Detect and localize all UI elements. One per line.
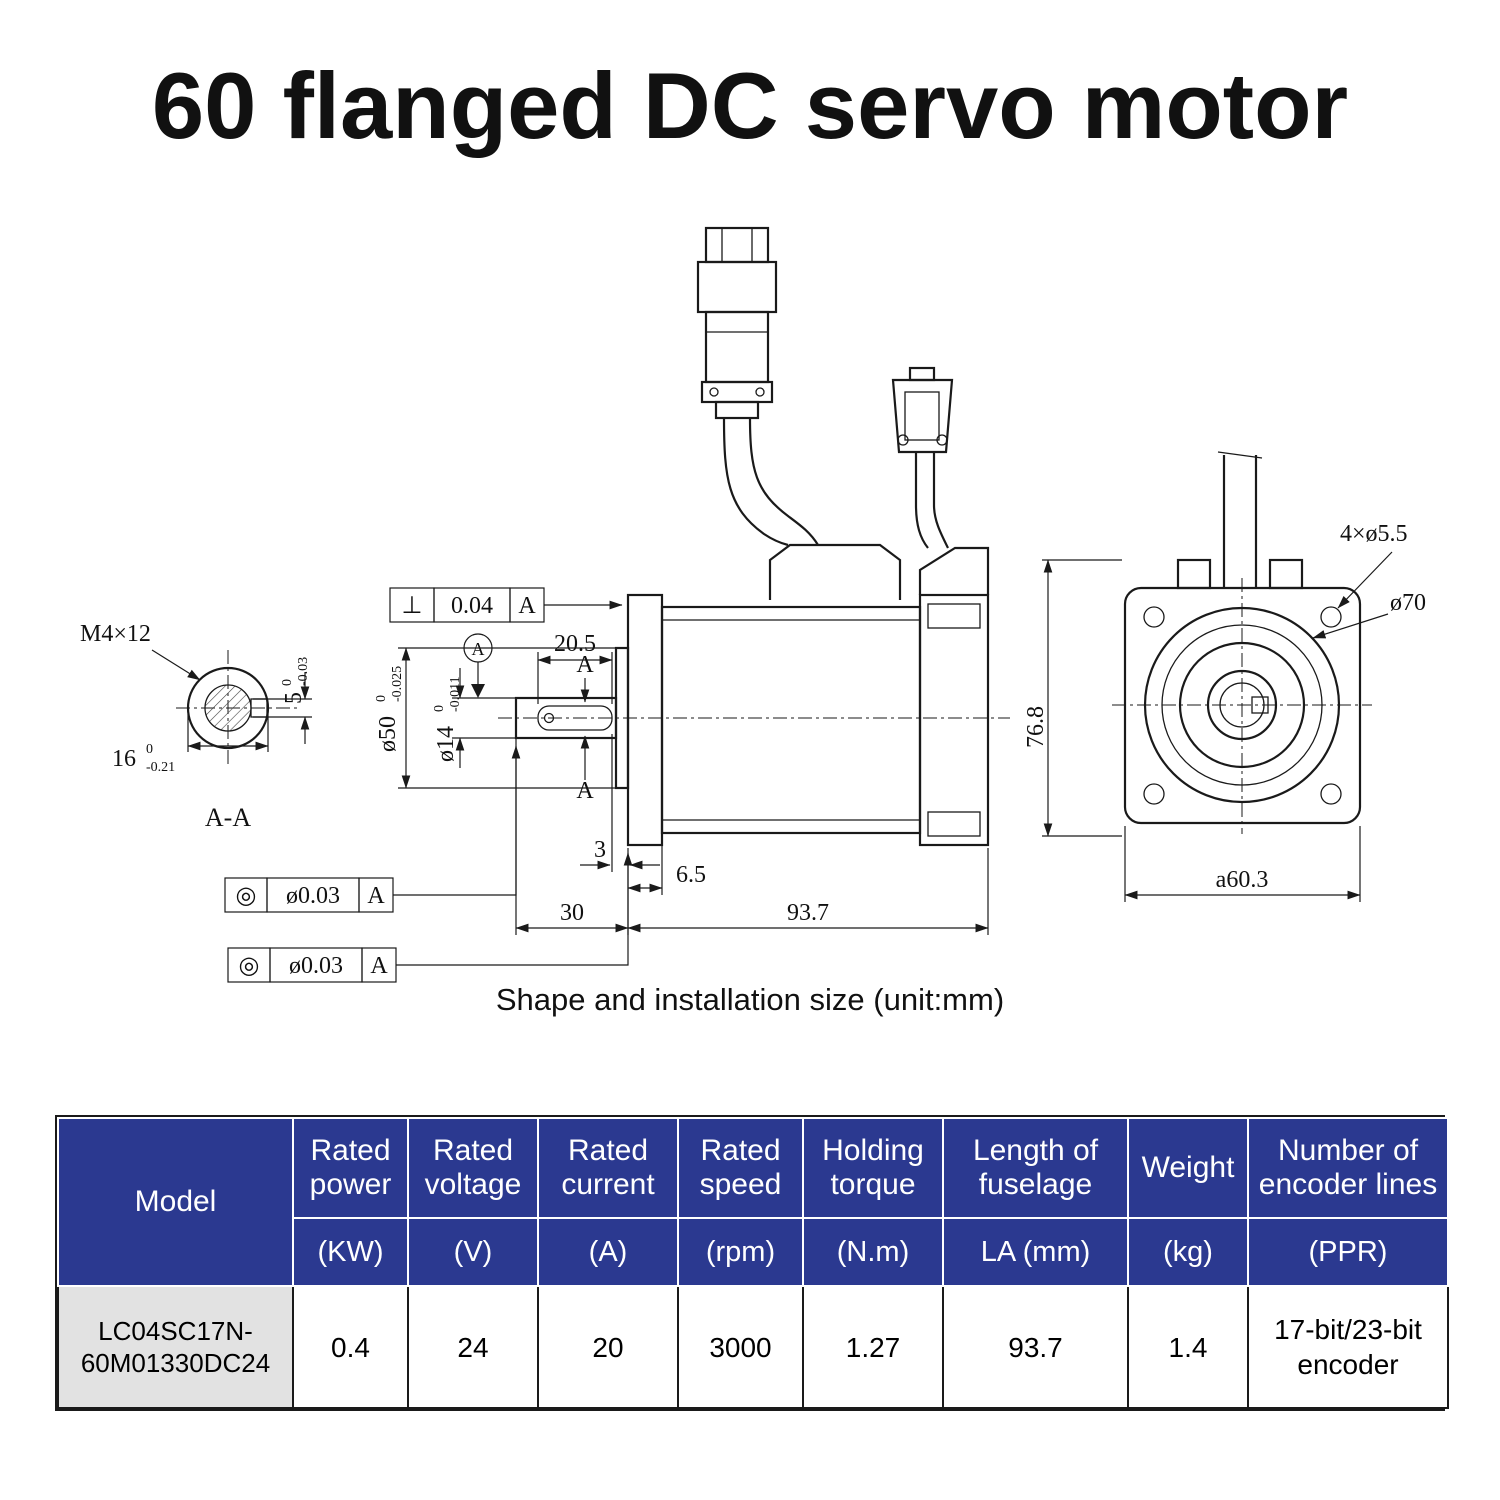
unit-nm: (N.m) [802,1217,944,1287]
svg-text:-0.011: -0.011 [448,676,463,712]
page-title: 60 flanged DC servo motor [151,53,1349,158]
cell-model: LC04SC17N-60M01330DC24 [57,1285,294,1409]
tolerance-frame-concentricity-2: ◎ ø0.03 A [227,852,633,983]
svg-text:-0.21: -0.21 [146,760,175,775]
svg-text:-0.03: -0.03 [296,657,311,686]
svg-text:A: A [518,593,536,619]
dim-body-length: 93.7 [787,900,829,926]
cell-holding-torque: 1.27 [802,1285,944,1409]
cell-rated-voltage: 24 [407,1285,539,1409]
cell-rated-current: 20 [537,1285,679,1409]
unit-rpm: (rpm) [677,1217,804,1287]
unit-a: (A) [537,1217,679,1287]
dim-shaft-length: 30 [560,900,584,926]
cell-rated-power: 0.4 [292,1285,409,1409]
col-header-length-of-fuselage: Length of fuselage [942,1117,1129,1219]
svg-text:-0.025: -0.025 [390,666,405,702]
svg-text:ø14: ø14 [433,726,459,762]
dim-mount-holes: 4×ø5.5 [1340,521,1408,547]
svg-text:ø0.03: ø0.03 [286,883,340,909]
drawing-caption: Shape and installation size (unit:mm) [495,982,1005,1017]
svg-text:0: 0 [146,742,153,757]
dim-flange-width: a60.3 [1216,867,1269,893]
col-header-encoder-lines: Number of encoder lines [1247,1117,1449,1219]
tolerance-frame-perpendicularity: ⊥ 0.04 A [389,587,623,623]
perpendicularity-icon: ⊥ [402,593,423,619]
svg-text:0: 0 [432,705,447,712]
dim-spigot-dia: ø70 [1390,590,1426,616]
concentricity-icon: ◎ [239,953,260,979]
svg-text:A: A [367,883,385,909]
svg-text:ø0.03: ø0.03 [289,953,343,979]
col-header-rated-power: Rated power [292,1117,409,1219]
cell-encoder-lines: 17-bit/23-bit encoder [1247,1285,1449,1409]
svg-text:76.8: 76.8 [1023,706,1049,748]
svg-text:0: 0 [374,695,389,702]
cell-weight: 1.4 [1127,1285,1249,1409]
aviation-connector [696,226,819,547]
svg-text:A: A [472,639,485,659]
svg-text:ø50: ø50 [375,716,401,752]
col-header-rated-current: Rated current [537,1117,679,1219]
svg-text:A: A [370,953,388,979]
dim-3: 3 [594,837,606,863]
concentricity-icon: ◎ [236,883,257,909]
section-view-a-a: M4×12 5 0 -0.03 16 0 -0.21 A-A [80,621,312,832]
dim-shaft-dia: ø14 0 -0.011 [432,676,463,762]
section-label: A-A [205,803,251,832]
table-row: LC04SC17N-60M01330DC24 0.4 24 20 3000 1.… [57,1285,1449,1409]
col-header-model: Model [57,1117,294,1287]
dim-key-length: 20.5 [554,631,596,657]
svg-text:0.04: 0.04 [451,593,493,619]
svg-text:16: 16 [112,746,136,772]
dim-key-width: 5 0 -0.03 [280,657,311,704]
dim-pilot-dia: ø50 0 -0.025 [374,666,405,752]
dim-section-width: 16 0 -0.21 [112,742,175,775]
unit-ppr: (PPR) [1247,1217,1449,1287]
unit-v: (V) [407,1217,539,1287]
cell-length-of-fuselage: 93.7 [942,1285,1129,1409]
svg-text:5: 5 [281,692,307,704]
svg-text:0: 0 [280,679,295,686]
flange-front-view: 4×ø5.5 ø70 76.8 a60.3 [1023,451,1426,902]
cell-rated-speed: 3000 [677,1285,804,1409]
dim-6-5: 6.5 [676,862,706,888]
unit-kg: (kg) [1127,1217,1249,1287]
spec-table: Model Rated power Rated voltage Rated cu… [57,1117,1449,1409]
datum-target: A [463,633,493,698]
col-header-rated-voltage: Rated voltage [407,1117,539,1219]
motor-side-view: A A A 20.5 ø50 0 -0.025 [374,226,1010,935]
section-arrow-bottom: A [576,778,594,804]
tolerance-frame-concentricity-1: ◎ ø0.03 A [224,745,521,913]
unit-la-mm: LA (mm) [942,1217,1129,1287]
col-header-holding-torque: Holding torque [802,1117,944,1219]
col-header-rated-speed: Rated speed [677,1117,804,1219]
db9-connector [891,366,954,549]
col-header-weight: Weight [1127,1117,1249,1219]
unit-kw: (KW) [292,1217,409,1287]
thread-label: M4×12 [80,621,151,647]
dim-flange-height: 76.8 [1023,706,1049,748]
technical-drawing: M4×12 5 0 -0.03 16 0 -0.21 A-A [80,226,1426,983]
spec-table-frame: Model Rated power Rated voltage Rated cu… [55,1115,1449,1411]
